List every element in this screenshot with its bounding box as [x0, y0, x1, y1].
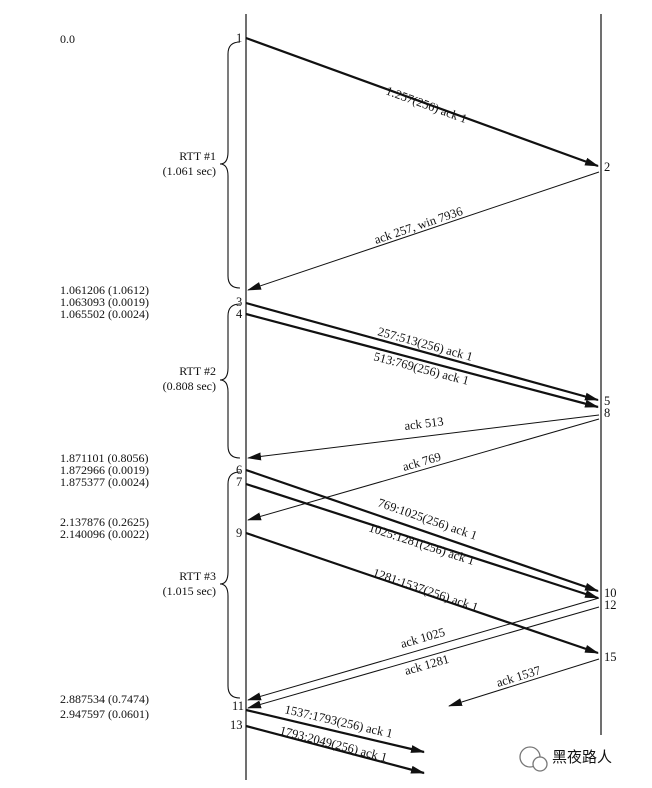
- message-label: ack 513: [404, 414, 445, 433]
- segment-arrow-m7: [245, 468, 599, 593]
- segment-number: 5: [604, 394, 610, 408]
- segment-arrow-m13: [245, 708, 425, 754]
- rtt2-brace: [219, 303, 241, 459]
- segment-number: 9: [236, 526, 242, 540]
- segment-number: 3: [236, 295, 242, 309]
- timestamp-label: 2.887534 (0.7474): [60, 692, 149, 706]
- rtt3-label: RTT #3: [179, 569, 216, 583]
- rtt3-brace: [219, 471, 241, 699]
- segment-number: 8: [604, 406, 610, 420]
- message-label: ack 257, win 7936: [372, 204, 464, 247]
- rtt2-duration: (0.808 sec): [163, 379, 216, 393]
- message-label: ack 1537: [495, 663, 543, 690]
- segment-arrow-m11: [247, 606, 600, 709]
- segment-arrow-m4: [245, 312, 599, 409]
- segment-arrow-m5: [247, 414, 600, 461]
- segment-number: 13: [230, 718, 243, 732]
- segment-number: 10: [604, 586, 617, 600]
- segment-number: 6: [236, 463, 242, 477]
- watermark-text: 黑夜路人: [552, 749, 612, 766]
- segment-number: 1: [236, 31, 242, 45]
- rtt1-label: RTT #1: [179, 149, 216, 163]
- timestamp-label: 1.061206 (1.0612): [60, 283, 149, 297]
- segment-arrow-m12: [448, 658, 600, 707]
- message-label: ack 1025: [399, 625, 447, 651]
- wechat-icon-bubble: [532, 756, 548, 772]
- timestamp-label: 0.0: [60, 32, 75, 46]
- rtt1-duration: (1.061 sec): [163, 164, 216, 178]
- rtt2-label: RTT #2: [179, 364, 216, 378]
- segment-arrow-m1: [245, 36, 599, 168]
- timestamp-label: 1.065502 (0.0024): [60, 307, 149, 321]
- segment-number: 12: [604, 598, 617, 612]
- timestamp-label: 1.063093 (0.0019): [60, 295, 149, 309]
- message-label: 1:257(256) ack 1: [384, 84, 469, 126]
- segment-arrow-m2: [247, 171, 600, 291]
- segment-arrow-m6: [247, 418, 600, 521]
- timestamp-label: 1.875377 (0.0024): [60, 475, 149, 489]
- rtt1-brace: [219, 41, 241, 289]
- segment-arrow-m8: [245, 482, 599, 600]
- message-label: ack 1281: [403, 652, 451, 678]
- message-label: 1281:1537(256) ack 1: [371, 566, 480, 615]
- timestamp-label: 2.947597 (0.0601): [60, 707, 149, 721]
- timestamp-label: 1.871101 (0.8056): [60, 451, 149, 465]
- segment-number: 2: [604, 160, 610, 174]
- segment-number: 15: [604, 650, 617, 664]
- timestamp-label: 2.140096 (0.0022): [60, 527, 149, 541]
- segment-number: 4: [236, 307, 243, 321]
- rtt3-duration: (1.015 sec): [163, 584, 216, 598]
- segment-arrow-m10: [247, 597, 600, 701]
- segment-arrow-m14: [245, 724, 425, 775]
- watermark: 黑夜路人: [519, 746, 612, 772]
- segment-number: 11: [232, 699, 244, 713]
- segment-arrow-m3: [245, 301, 599, 402]
- segment-arrow-m9: [245, 531, 599, 655]
- timestamp-label: 2.137876 (0.2625): [60, 515, 149, 529]
- timestamp-label: 1.872966 (0.0019): [60, 463, 149, 477]
- segment-number: 7: [236, 475, 242, 489]
